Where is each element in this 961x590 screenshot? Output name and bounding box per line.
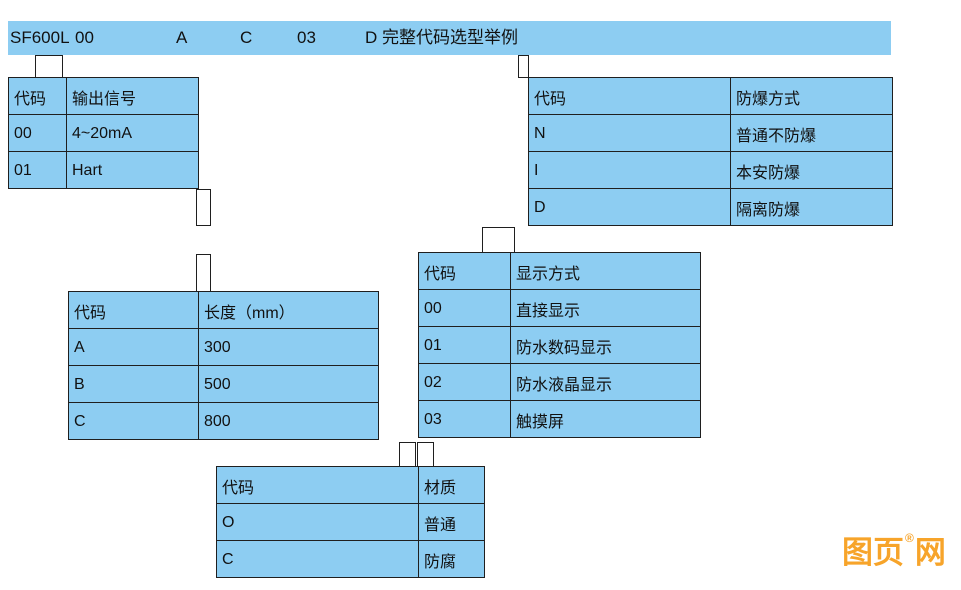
code-cell: B (68, 365, 199, 403)
watermark-logo: 图页®网 (842, 531, 946, 573)
table-row: 03 触摸屏 (418, 400, 701, 438)
code-cell: O (216, 503, 419, 541)
value-cell: 防水液晶显示 (510, 363, 701, 401)
logo-text-suffix: 网 (914, 535, 946, 570)
display-mode-table: 代码 显示方式 00 直接显示 01 防水数码显示 02 防水液晶显示 03 触… (418, 252, 701, 438)
table-row: 00 直接显示 (418, 289, 701, 327)
table-header-row: 代码 长度（mm） (68, 291, 379, 329)
code-cell: 03 (418, 400, 511, 438)
code-cell: N (528, 114, 731, 152)
logo-text-prefix: 图页 (842, 535, 904, 570)
code-cell: A (68, 328, 199, 366)
code-cell: D (528, 188, 731, 226)
table-row: D 隔离防爆 (528, 188, 893, 226)
output-signal-table: 代码 输出信号 00 4~20mA 01 Hart (8, 77, 199, 189)
connector-output-signal (35, 55, 63, 78)
code-cell: I (528, 151, 731, 189)
table-row: 01 Hart (8, 151, 199, 189)
code-explosion: D (365, 28, 378, 47)
table-header-row: 代码 显示方式 (418, 252, 701, 290)
value-cell: 800 (198, 402, 379, 440)
connector-explosion (518, 55, 529, 78)
header-cell: 代码 (68, 291, 199, 329)
code-cell: C (68, 402, 199, 440)
table-row: O 普通 (216, 503, 485, 541)
code-cell: 00 (8, 114, 67, 152)
header-cell: 输出信号 (66, 77, 199, 115)
value-cell: 4~20mA (66, 114, 199, 152)
table-row: C 防腐 (216, 540, 485, 578)
value-cell: 隔离防爆 (730, 188, 893, 226)
table-row: 01 防水数码显示 (418, 326, 701, 364)
header-cell: 代码 (8, 77, 67, 115)
value-cell: 500 (198, 365, 379, 403)
code-output-signal: 00 (75, 28, 94, 47)
code-cell: 01 (418, 326, 511, 364)
value-cell: 300 (198, 328, 379, 366)
header-cell: 显示方式 (510, 252, 701, 290)
value-cell: 直接显示 (510, 289, 701, 327)
table-row: 00 4~20mA (8, 114, 199, 152)
table-row: B 500 (68, 365, 379, 403)
header-cell: 防爆方式 (730, 77, 893, 115)
table-row: I 本安防爆 (528, 151, 893, 189)
model-code: SF600L (10, 28, 70, 47)
header-cell: 代码 (418, 252, 511, 290)
table-header-row: 代码 防爆方式 (528, 77, 893, 115)
value-cell: 防水数码显示 (510, 326, 701, 364)
code-cell: 02 (418, 363, 511, 401)
table-header-row: 代码 材质 (216, 466, 485, 504)
title-bar: SF600L 00 A C 03 D 完整代码选型举例 (8, 21, 891, 55)
code-cell: 01 (8, 151, 67, 189)
title-caption: 完整代码选型举例 (382, 28, 518, 47)
value-cell: 触摸屏 (510, 400, 701, 438)
length-table: 代码 长度（mm） A 300 B 500 C 800 (68, 291, 379, 440)
connector-material-left (399, 442, 416, 467)
connector-length-lower (196, 254, 211, 292)
table-row: C 800 (68, 402, 379, 440)
header-cell: 代码 (528, 77, 731, 115)
table-row: A 300 (68, 328, 379, 366)
header-cell: 代码 (216, 466, 419, 504)
explosion-proof-table: 代码 防爆方式 N 普通不防爆 I 本安防爆 D 隔离防爆 (528, 77, 893, 226)
connector-material-right (417, 442, 434, 467)
material-table: 代码 材质 O 普通 C 防腐 (216, 466, 485, 578)
value-cell: 普通 (418, 503, 485, 541)
code-cell: C (216, 540, 419, 578)
table-row: N 普通不防爆 (528, 114, 893, 152)
header-cell: 材质 (418, 466, 485, 504)
table-row: 02 防水液晶显示 (418, 363, 701, 401)
value-cell: 本安防爆 (730, 151, 893, 189)
value-cell: Hart (66, 151, 199, 189)
table-header-row: 代码 输出信号 (8, 77, 199, 115)
connector-display (482, 227, 515, 253)
header-cell: 长度（mm） (198, 291, 379, 329)
code-length: A (176, 28, 188, 47)
connector-length-upper (196, 189, 211, 226)
value-cell: 普通不防爆 (730, 114, 893, 152)
code-material: C (240, 28, 253, 47)
code-display: 03 (297, 28, 316, 47)
registered-mark-icon: ® (905, 531, 914, 545)
value-cell: 防腐 (418, 540, 485, 578)
code-cell: 00 (418, 289, 511, 327)
